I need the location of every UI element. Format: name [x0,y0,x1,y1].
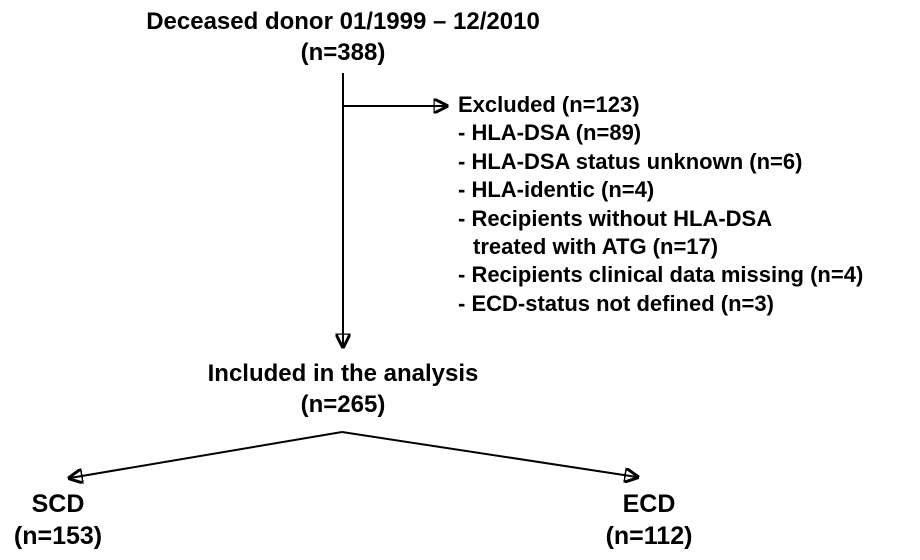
node-included-label: Included in the analysis [207,360,479,387]
excluded-item-hla-dsa: - HLA-DSA (n=89) [458,120,642,146]
excluded-title: Excluded (n=123) [458,92,640,117]
node-included-count: (n=265) [300,391,386,418]
excluded-item-ecd-status-not-defined: - ECD-status not defined (n=3) [458,290,774,316]
node-excluded: Excluded (n=123) - HLA-DSA (n=89) - HLA-… [458,91,863,318]
node-deceased-donor-label: Deceased donor 01/1999 – 12/2010 [146,8,540,35]
node-ecd-label: ECD [622,490,676,518]
excluded-item-hla-dsa-unknown: - HLA-DSA status unknown (n=6) [458,148,803,174]
arrow-included-to-ecd [341,431,637,477]
node-scd-count: (n=153) [13,522,103,550]
excluded-item-hla-identic: - HLA-identic (n=4) [458,177,655,203]
excluded-item-clinical-data-missing: - Recipients clinical data missing (n=4) [458,262,864,288]
node-ecd: ECD (n=112) [606,488,693,552]
excluded-item-treated-with-atg: treated with ATG (n=17) [473,234,719,260]
node-scd: SCD (n=153) [14,488,102,552]
node-deceased-donor: Deceased donor 01/1999 – 12/2010 (n=388) [146,6,540,68]
node-included: Included in the analysis (n=265) [208,358,479,420]
excluded-item-recipients-without-hla-dsa: - Recipients without HLA-DSA [458,205,773,231]
arrow-included-to-scd [70,431,343,478]
node-ecd-count: (n=112) [605,522,693,550]
node-scd-label: SCD [31,490,85,518]
node-deceased-donor-count: (n=388) [300,39,386,66]
